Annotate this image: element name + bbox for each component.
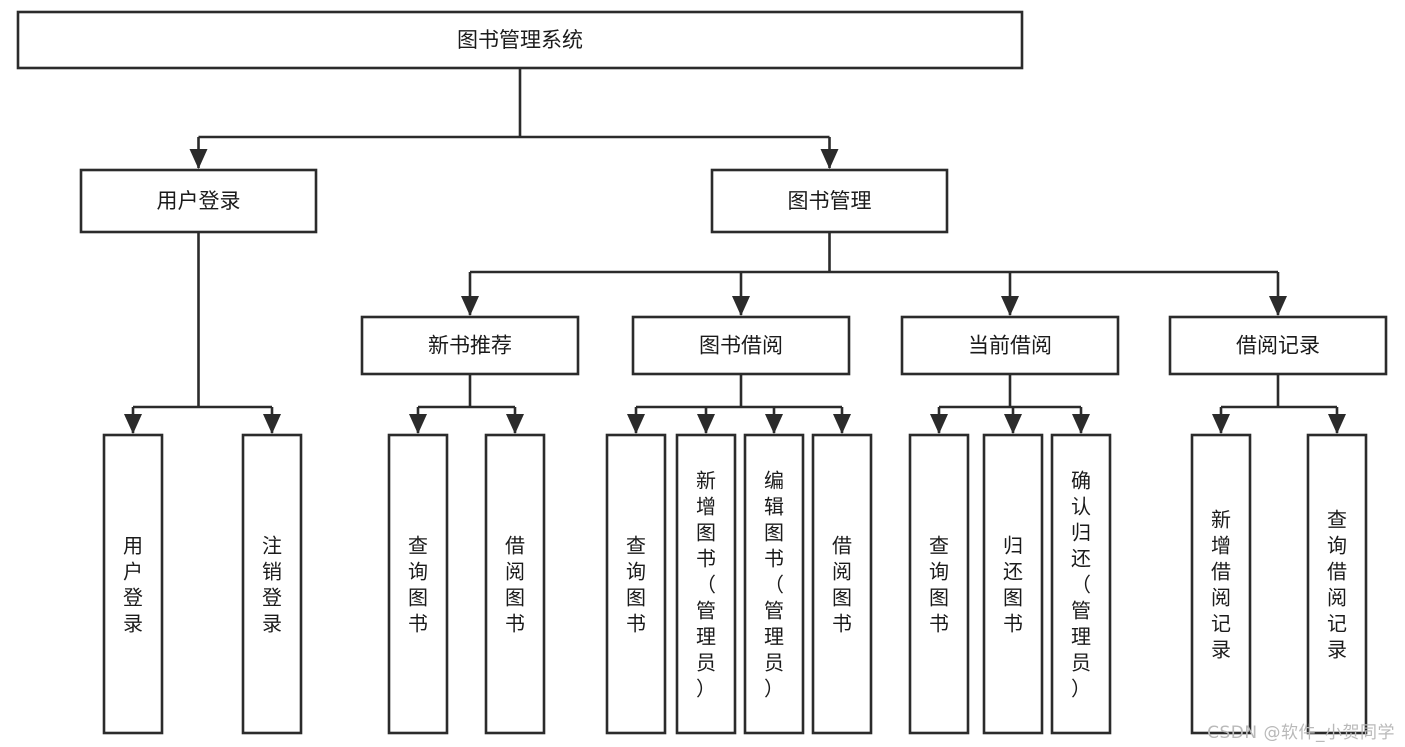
- node-leaf-logout[interactable]: 注销登录: [241, 433, 303, 735]
- node-new-book-rec-label: 新书推荐: [428, 334, 512, 358]
- node-leaf-borrow-book-2[interactable]: 借阅图书: [811, 433, 873, 735]
- node-new-book-rec[interactable]: 新书推荐: [360, 315, 580, 376]
- node-leaf-user-login[interactable]: 用户登录: [102, 433, 164, 735]
- node-current-borrow[interactable]: 当前借阅: [900, 315, 1120, 376]
- node-leaf-add-record[interactable]: 新增借阅记录: [1190, 433, 1252, 735]
- node-leaf-borrow-book-1-label: 借阅图书: [505, 533, 525, 635]
- node-leaf-confirm-return[interactable]: 确认归还（管理员）: [1050, 433, 1112, 735]
- node-book-manage-label: 图书管理: [788, 189, 872, 213]
- edges-layer: [124, 68, 1346, 434]
- node-borrow-record-label: 借阅记录: [1236, 334, 1320, 358]
- node-leaf-query-book-1[interactable]: 查询图书: [387, 433, 449, 735]
- node-user-login-label: 用户登录: [157, 189, 241, 213]
- node-book-manage[interactable]: 图书管理: [710, 168, 949, 234]
- watermark-label: CSDN @软件_小贺同学: [1207, 723, 1395, 743]
- node-leaf-add-book-label: 新增图书（管理员）: [696, 468, 716, 700]
- node-leaf-query-record[interactable]: 查询借阅记录: [1306, 433, 1368, 735]
- node-leaf-logout-label: 注销登录: [262, 533, 282, 635]
- node-leaf-user-login-label: 用户登录: [123, 533, 143, 635]
- node-leaf-edit-book-label: 编辑图书（管理员）: [764, 468, 784, 700]
- node-book-borrow-label: 图书借阅: [699, 334, 783, 358]
- node-leaf-query-book-3[interactable]: 查询图书: [908, 433, 970, 735]
- node-user-login[interactable]: 用户登录: [79, 168, 318, 234]
- node-leaf-query-book-1-label: 查询图书: [408, 533, 428, 635]
- node-leaf-edit-book[interactable]: 编辑图书（管理员）: [743, 433, 805, 735]
- node-leaf-add-record-label: 新增借阅记录: [1211, 507, 1231, 661]
- node-leaf-query-book-3-label: 查询图书: [929, 533, 949, 635]
- nodes-layer: 图书管理系统用户登录图书管理新书推荐图书借阅当前借阅借阅记录用户登录注销登录查询…: [16, 10, 1388, 735]
- node-root-label: 图书管理系统: [457, 28, 583, 52]
- node-leaf-return-book[interactable]: 归还图书: [982, 433, 1044, 735]
- node-current-borrow-label: 当前借阅: [968, 334, 1052, 358]
- node-root[interactable]: 图书管理系统: [16, 10, 1024, 70]
- node-leaf-query-record-label: 查询借阅记录: [1327, 507, 1347, 661]
- node-leaf-confirm-return-label: 确认归还（管理员）: [1071, 468, 1091, 700]
- node-leaf-return-book-label: 归还图书: [1003, 533, 1023, 635]
- node-borrow-record[interactable]: 借阅记录: [1168, 315, 1388, 376]
- node-leaf-add-book[interactable]: 新增图书（管理员）: [675, 433, 737, 735]
- node-leaf-borrow-book-1[interactable]: 借阅图书: [484, 433, 546, 735]
- node-leaf-query-book-2-label: 查询图书: [626, 533, 646, 635]
- node-book-borrow[interactable]: 图书借阅: [631, 315, 851, 376]
- node-leaf-borrow-book-2-label: 借阅图书: [832, 533, 852, 635]
- node-leaf-query-book-2[interactable]: 查询图书: [605, 433, 667, 735]
